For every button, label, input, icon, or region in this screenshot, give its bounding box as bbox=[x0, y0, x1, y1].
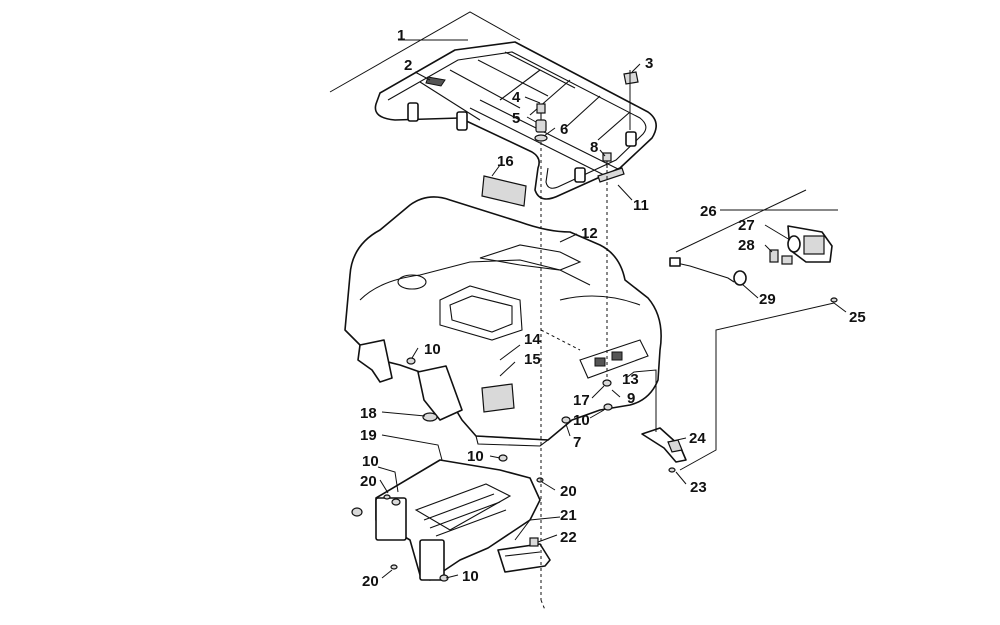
rear-splash-panel bbox=[351, 459, 544, 582]
callout-10-d: 10 bbox=[362, 453, 379, 470]
callout-8: 8 bbox=[590, 139, 598, 156]
callout-27: 27 bbox=[738, 217, 755, 234]
callout-7: 7 bbox=[573, 434, 581, 451]
callout-19: 19 bbox=[360, 427, 377, 444]
hardware-dots bbox=[406, 357, 613, 462]
callout-10-c: 10 bbox=[467, 448, 484, 465]
callout-18: 18 bbox=[360, 405, 377, 422]
rear-fender bbox=[344, 196, 662, 447]
callout-6: 6 bbox=[560, 121, 568, 138]
spacer-5 bbox=[535, 119, 547, 133]
callout-21: 21 bbox=[560, 507, 577, 524]
bolt-8 bbox=[602, 152, 612, 168]
callout-labels: 1 2 3 4 5 6 8 11 16 12 26 27 28 29 25 10… bbox=[360, 27, 866, 590]
callout-16: 16 bbox=[497, 153, 514, 170]
washer-6 bbox=[534, 134, 548, 142]
screw-25 bbox=[830, 297, 838, 303]
callout-4: 4 bbox=[512, 89, 521, 106]
callout-15: 15 bbox=[524, 351, 541, 368]
callout-12: 12 bbox=[581, 225, 598, 242]
callout-24: 24 bbox=[689, 430, 706, 447]
callout-23: 23 bbox=[690, 479, 707, 496]
callout-29: 29 bbox=[759, 291, 776, 308]
leader-lines bbox=[329, 11, 847, 579]
callout-20-c: 20 bbox=[362, 573, 379, 590]
callout-26: 26 bbox=[700, 203, 717, 220]
callout-9: 9 bbox=[627, 390, 635, 407]
taillight-assembly bbox=[669, 225, 833, 286]
callout-1: 1 bbox=[397, 27, 405, 44]
rack-cap-3 bbox=[623, 71, 639, 85]
callout-13: 13 bbox=[622, 371, 639, 388]
rear-rack bbox=[374, 41, 657, 200]
step-guard-21 bbox=[497, 543, 551, 573]
callout-20-a: 20 bbox=[360, 473, 377, 490]
callout-25: 25 bbox=[849, 309, 866, 326]
callout-3: 3 bbox=[645, 55, 653, 72]
callout-17: 17 bbox=[573, 392, 590, 409]
callout-10-b: 10 bbox=[573, 412, 590, 429]
decal-16 bbox=[481, 175, 527, 207]
callout-28: 28 bbox=[738, 237, 755, 254]
bolt-22 bbox=[529, 537, 539, 547]
callout-14: 14 bbox=[524, 331, 541, 348]
bracket-24 bbox=[641, 427, 687, 463]
screw-23 bbox=[668, 467, 676, 473]
callout-10-a: 10 bbox=[424, 341, 441, 358]
callout-10-e: 10 bbox=[462, 568, 479, 585]
callout-5: 5 bbox=[512, 110, 520, 127]
callout-2: 2 bbox=[404, 57, 412, 74]
callout-22: 22 bbox=[560, 529, 577, 546]
callout-20-b: 20 bbox=[560, 483, 577, 500]
alignment-lines bbox=[540, 142, 608, 611]
callout-11: 11 bbox=[633, 197, 649, 214]
bolt-4 bbox=[536, 103, 546, 120]
